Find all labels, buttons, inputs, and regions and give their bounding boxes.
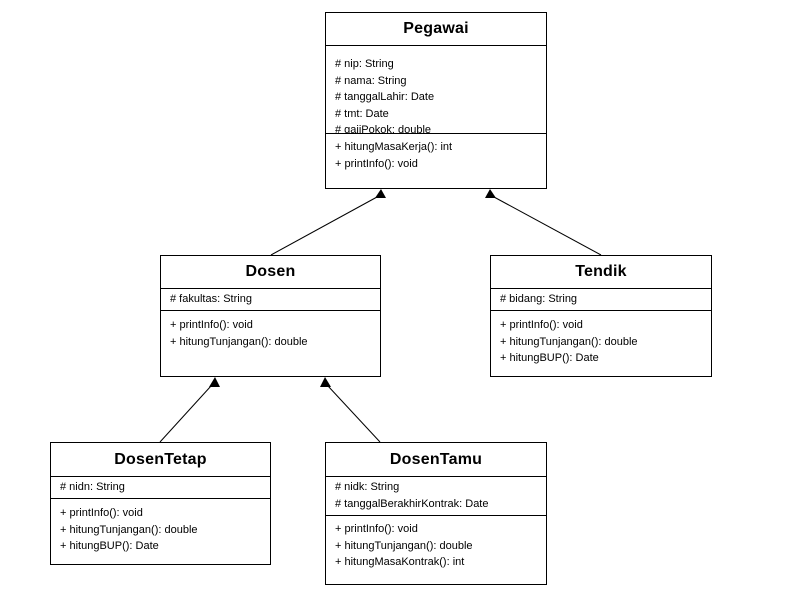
class-name: Tendik — [491, 256, 711, 289]
class-pegawai: Pegawai # nip: String # nama: String # t… — [325, 12, 547, 189]
operations-section: + printInfo(): void + hitungTunjangan():… — [51, 499, 270, 555]
generalization-dosen-pegawai — [270, 189, 386, 256]
attribute: # gajiPokok: double — [335, 124, 432, 134]
attribute: # nama: String — [335, 74, 407, 87]
inheritance-arrowhead-icon — [485, 189, 496, 198]
operation: + hitungTunjangan(): double — [170, 335, 308, 348]
attribute: # tanggalLahir: Date — [335, 91, 435, 103]
attribute: # nidn: String — [60, 481, 125, 493]
attribute: # fakultas: String — [170, 293, 252, 305]
operations-section: + hitungMasaKerja(): int + printInfo(): … — [326, 134, 546, 172]
attribute: # nidk: String — [335, 481, 400, 493]
attributes-section: # bidang: String — [491, 289, 711, 311]
class-dosentamu: DosenTamu # nidk: String # tanggalBerakh… — [325, 442, 547, 585]
inheritance-arrowhead-icon — [375, 189, 386, 198]
generalization-dosentetap-dosen — [159, 377, 220, 443]
operation: + hitungTunjangan(): double — [60, 523, 198, 536]
attribute: # tanggalBerakhirKontrak: Date — [335, 497, 489, 510]
operation: + hitungBUP(): Date — [500, 352, 599, 364]
attribute: # nip: String — [335, 58, 394, 70]
generalization-dosentamu-dosen — [320, 377, 381, 443]
operation: + hitungTunjangan(): double — [335, 539, 473, 552]
operation: + printInfo(): void — [170, 319, 253, 331]
class-name: Pegawai — [326, 13, 546, 46]
inheritance-arrowhead-icon — [209, 377, 220, 387]
operations-section: + printInfo(): void + hitungTunjangan():… — [161, 311, 380, 350]
class-name: DosenTamu — [326, 443, 546, 477]
operation: + hitungTunjangan(): double — [500, 335, 638, 348]
attribute: # tmt: Date — [335, 107, 389, 120]
class-dosen: Dosen # fakultas: String + printInfo(): … — [160, 255, 381, 377]
class-tendik: Tendik # bidang: String + printInfo(): v… — [490, 255, 712, 377]
class-dosentetap: DosenTetap # nidn: String + printInfo():… — [50, 442, 271, 565]
attributes-section: # nip: String # nama: String # tanggalLa… — [326, 46, 546, 134]
operation: + hitungBUP(): Date — [60, 540, 159, 552]
inheritance-arrowhead-icon — [320, 377, 331, 387]
class-name: Dosen — [161, 256, 380, 289]
operation: + printInfo(): void — [335, 157, 418, 170]
operation: + printInfo(): void — [335, 523, 418, 535]
class-name: DosenTetap — [51, 443, 270, 477]
operation: + printInfo(): void — [500, 319, 583, 331]
attributes-section: # nidk: String # tanggalBerakhirKontrak:… — [326, 477, 546, 516]
operations-section: + printInfo(): void + hitungTunjangan():… — [326, 516, 546, 571]
operation: + printInfo(): void — [60, 507, 143, 519]
operation: + hitungMasaKontrak(): int — [335, 556, 465, 568]
attributes-section: # nidn: String — [51, 477, 270, 499]
generalization-tendik-pegawai — [485, 189, 602, 256]
operation: + hitungMasaKerja(): int — [335, 141, 453, 153]
operations-section: + printInfo(): void + hitungTunjangan():… — [491, 311, 711, 367]
attribute: # bidang: String — [500, 293, 578, 305]
attributes-section: # fakultas: String — [161, 289, 380, 311]
